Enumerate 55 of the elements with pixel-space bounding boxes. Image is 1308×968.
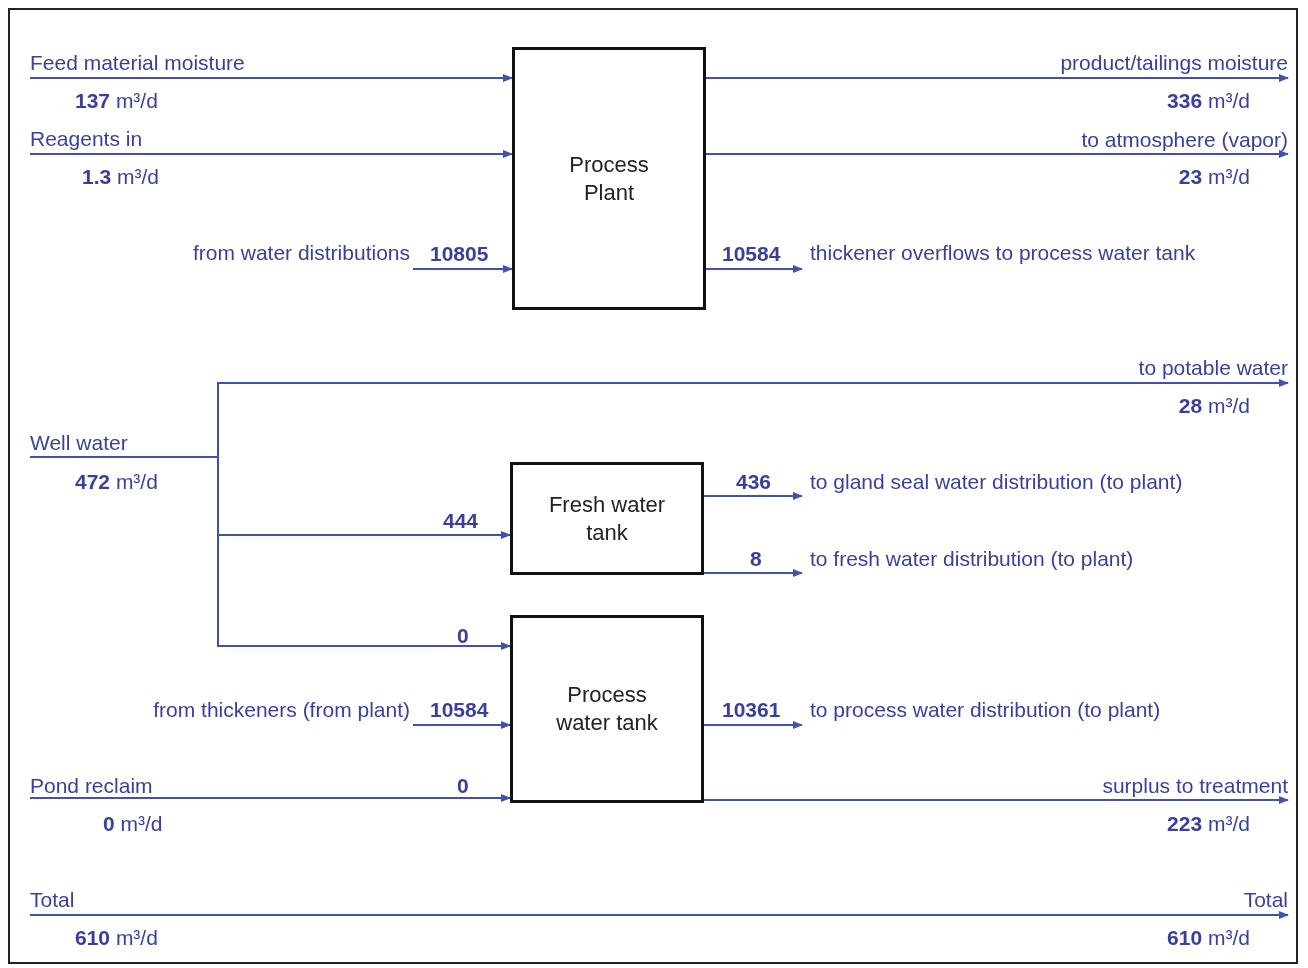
flow-arrow (703, 492, 803, 500)
flow-quantity: 472 m³/d (75, 469, 158, 495)
flow-label: Total (30, 887, 75, 913)
edge-label: 10805 (430, 241, 489, 267)
flow-label: thickener overflows to process water tank (810, 240, 1196, 266)
flow-arrow (703, 796, 1289, 804)
edge-label: 0 (457, 773, 469, 799)
edge-label: 10361 (722, 697, 781, 723)
flow-quantity: 610 m³/d (75, 925, 158, 951)
flow-label: to potable water (1138, 355, 1288, 381)
flow-arrow (29, 150, 513, 158)
flow-quantity: 1.3 m³/d (82, 164, 160, 190)
flow-label: Total (1243, 887, 1288, 913)
flow-arrow (705, 265, 803, 273)
flow-quantity: 137 m³/d (75, 88, 158, 114)
flow-label: surplus to treatment (1102, 773, 1288, 799)
box-label: Process water tank (555, 681, 659, 737)
flow-label: Feed material moisture (30, 50, 245, 76)
box-label: Process Plant (568, 150, 650, 207)
edge-label: 444 (443, 508, 479, 534)
flow-quantity: 23 m³/d (1178, 164, 1250, 190)
flow-arrow (705, 150, 1289, 158)
flow-quantity: 28 m³/d (1178, 393, 1250, 419)
edge-label: 8 (750, 546, 762, 572)
flow-arrow (705, 74, 1289, 82)
edge-label: 0 (457, 623, 469, 649)
process-box (510, 462, 704, 575)
flow-arrow (29, 794, 511, 802)
flow-arrow (703, 569, 803, 577)
box-label: Fresh water tank (547, 490, 667, 547)
flow-label: from thickeners (from plant) (153, 697, 410, 723)
flow-arrow (412, 265, 513, 273)
flow-label: Well water (30, 430, 128, 456)
flow-label: product/tailings moisture (1060, 50, 1288, 76)
edge-label: 436 (736, 469, 772, 495)
process-box (510, 615, 704, 803)
flow-label: to process water distribution (to plant) (810, 697, 1161, 723)
flow-label: from water distributions (192, 240, 410, 266)
flow-arrow (29, 456, 511, 650)
flow-label: Reagents in (30, 126, 143, 152)
flow-quantity: 223 m³/d (1167, 811, 1250, 837)
flow-arrow (412, 721, 511, 729)
edge-label: 10584 (722, 241, 781, 267)
flow-quantity: 0 m³/d (103, 811, 163, 837)
flow-label: Pond reclaim (30, 773, 153, 799)
flow-label: to fresh water distribution (to plant) (810, 546, 1134, 572)
flow-arrow (703, 721, 803, 729)
flow-quantity: 336 m³/d (1167, 88, 1250, 114)
process-box (512, 47, 706, 310)
edge-label: 10584 (430, 697, 489, 723)
flow-label: to gland seal water distribution (to plant) (810, 469, 1183, 495)
flow-arrow (29, 74, 513, 82)
flow-quantity: 610 m³/d (1167, 925, 1250, 951)
flow-label: to atmosphere (vapor) (1081, 127, 1288, 153)
flow-arrow (29, 911, 1289, 919)
